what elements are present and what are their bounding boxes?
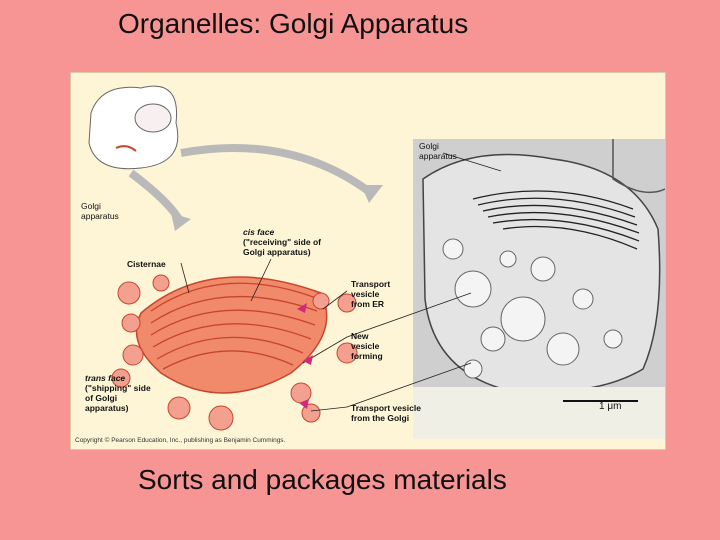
arrow-to-micrograph [180, 144, 374, 197]
slide-title: Organelles: Golgi Apparatus [118, 8, 469, 39]
label-transport-vesicle-er: Transport vesicle from ER [351, 279, 391, 309]
copyright-text: Copyright © Pearson Education, Inc., pub… [75, 437, 286, 444]
label-new-vesicle: New vesicle forming [351, 331, 383, 361]
label-cisternae: Cisternae [127, 259, 166, 269]
label-golgi-left: Golgi apparatus [81, 201, 119, 221]
golgi-stack [111, 274, 358, 431]
scale-bar-label: 1 μm [599, 401, 622, 412]
label-golgi-micrograph: Golgi apparatus [419, 141, 457, 161]
electron-micrograph [413, 139, 665, 439]
slide-subtitle: Sorts and packages materials [138, 464, 507, 495]
golgi-figure: Golgi apparatus Golgi apparatus cis face… [70, 72, 666, 450]
label-trans-face: trans face ("shipping" side of Golgi app… [85, 373, 151, 413]
cell-sketch [88, 85, 179, 170]
golgi-diagram [88, 85, 502, 431]
label-cis-face: cis face ("receiving" side of Golgi appa… [243, 227, 321, 257]
label-transport-vesicle-golgi: Transport vesicle from the Golgi [351, 403, 421, 423]
